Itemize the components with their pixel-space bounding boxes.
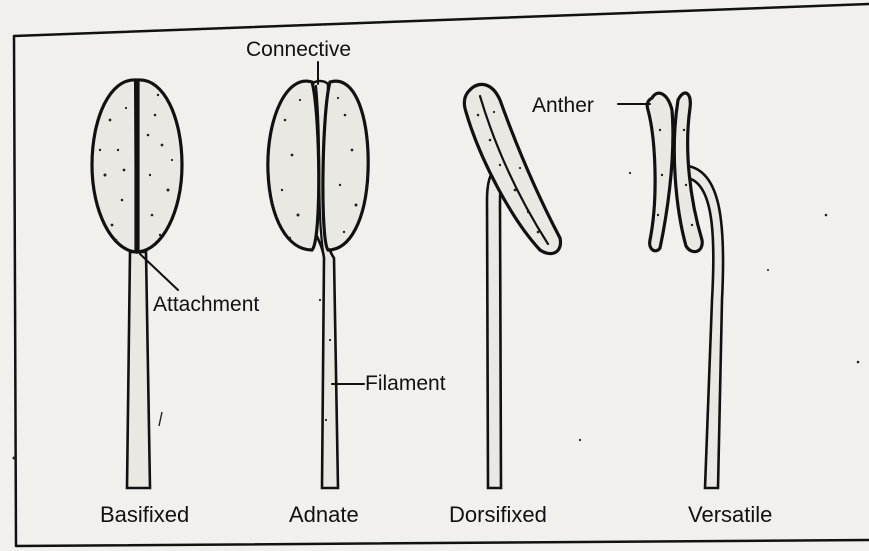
- anther-label: Anther: [532, 94, 594, 117]
- versatile-title: Versatile: [688, 502, 772, 527]
- basifixed-suture: [136, 82, 137, 250]
- connective-label: Connective: [246, 38, 351, 61]
- adnate-title: Adnate: [289, 502, 359, 527]
- filament-label: Filament: [365, 372, 446, 395]
- basifixed-filament: [127, 252, 150, 488]
- attachment-label: Attachment: [153, 293, 259, 316]
- basifixed-title: Basifixed: [100, 502, 189, 527]
- dorsifixed-title: Dorsifixed: [449, 502, 547, 527]
